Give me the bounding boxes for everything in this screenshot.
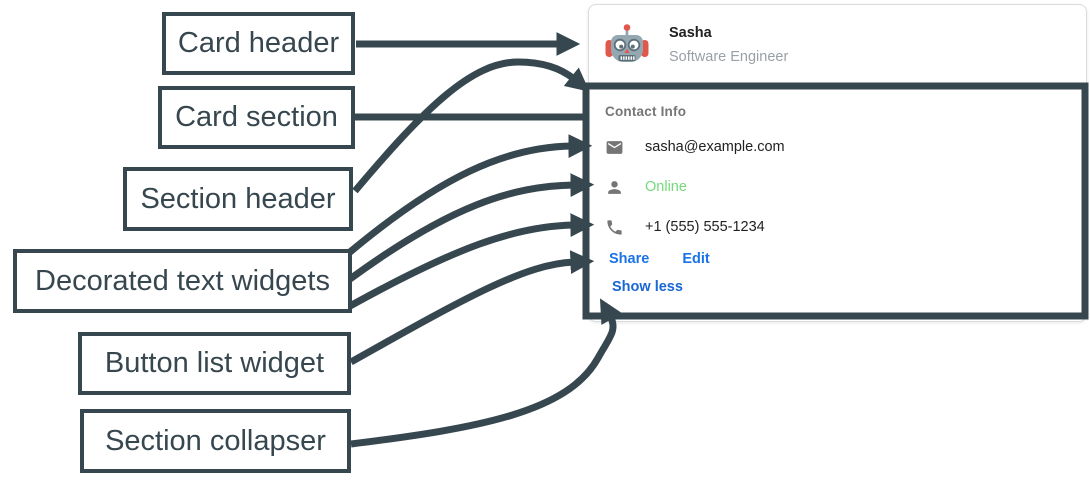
card-subtitle: Software Engineer <box>669 49 789 65</box>
section-collapser-arrow <box>350 298 623 448</box>
label-card-header: Card header <box>162 12 355 75</box>
label-button-list-widget: Button list widget <box>78 332 351 395</box>
robot-avatar-icon <box>605 24 649 62</box>
decorated-text-phone: +1 (555) 555-1234 <box>605 215 765 239</box>
contact-card: Sasha Software Engineer Contact Info sas… <box>588 4 1087 322</box>
label-section-collapser: Section collapser <box>80 409 351 473</box>
decorated-text-status: Online <box>605 175 687 199</box>
decorated-text-arrow-3 <box>348 213 595 310</box>
decorated-text-arrow-2 <box>347 173 595 282</box>
button-list: Share Edit <box>609 251 710 267</box>
section-header-arrow <box>352 58 590 194</box>
label-section-header: Section header <box>123 167 353 231</box>
label-card-section: Card section <box>158 86 355 149</box>
phone-icon <box>607 219 622 235</box>
email-icon <box>606 140 623 154</box>
section-header: Contact Info <box>605 104 687 119</box>
share-button[interactable]: Share <box>609 251 650 267</box>
button-list-arrow <box>349 250 595 366</box>
decorated-text-email: sasha@example.com <box>605 135 785 159</box>
phone-text: +1 (555) 555-1234 <box>645 219 765 235</box>
status-text: Online <box>645 179 687 195</box>
edit-button[interactable]: Edit <box>682 251 710 267</box>
show-less-button[interactable]: Show less <box>612 279 683 295</box>
card-title: Sasha <box>669 25 712 41</box>
card-header: Sasha Software Engineer <box>589 5 1086 87</box>
person-icon <box>608 180 621 194</box>
label-decorated-text-widgets: Decorated text widgets <box>13 249 352 313</box>
decorated-text-arrow-1 <box>347 134 593 255</box>
email-text: sasha@example.com <box>645 139 785 155</box>
